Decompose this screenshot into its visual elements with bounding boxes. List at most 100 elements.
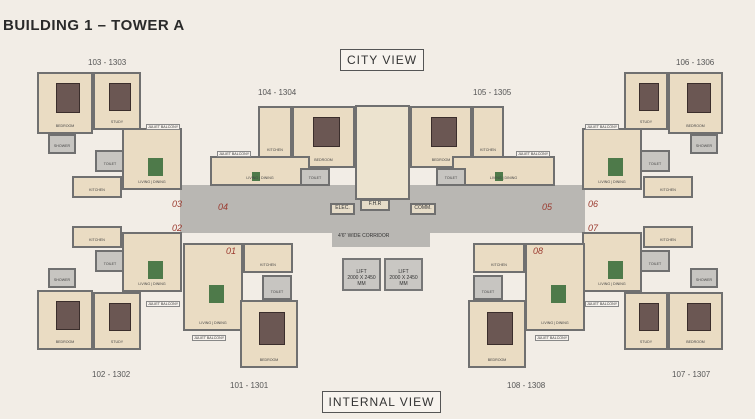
lift-size: 2000 X 2450 MM (347, 275, 376, 287)
bed-icon (639, 302, 659, 331)
room-label: TOILET (648, 262, 662, 266)
room-label: SHOWER (695, 278, 713, 282)
rug-icon (148, 261, 163, 279)
bed-icon (259, 312, 285, 345)
room-label: STUDY (639, 120, 653, 124)
juliet-balcony-label: JULIET BALCONY (192, 335, 227, 341)
room-label: TOILET (444, 176, 458, 180)
internal-view-label: INTERNAL VIEW (322, 391, 441, 413)
room-label: STUDY (110, 340, 124, 344)
room-label: LIVING | DINING (246, 176, 274, 180)
room-bedroom: BEDROOM (468, 300, 526, 368)
room-kitchen: KITCHEN (72, 226, 122, 248)
rug-icon (209, 284, 224, 303)
page-title: BUILDING 1 – TOWER A (3, 17, 185, 34)
room-label: BEDROOM (431, 158, 451, 162)
bed-icon (55, 83, 81, 114)
room-toilet: TOILET (436, 168, 466, 186)
lift-label: LIFT (356, 269, 367, 275)
room-shower: SHOWER (690, 134, 718, 154)
room-label: SHOWER (53, 144, 71, 148)
room-label: TOILET (103, 162, 117, 166)
room-shower: SHOWER (48, 268, 76, 288)
room-bedroom: BEDROOM (37, 72, 93, 134)
room-living-dining: LIVING | DINING (582, 128, 642, 190)
unit-number: 03 (172, 199, 183, 209)
room-kitchen: KITCHEN (258, 106, 292, 158)
room-living-dining: LIVING | DINING (122, 232, 182, 292)
juliet-balcony-label: JULIET BALCONY (535, 335, 570, 341)
rug-icon (148, 157, 163, 176)
room-toilet: TOILET (640, 150, 670, 172)
room-label: TOILET (648, 162, 662, 166)
juliet-balcony-label: JULIET BALCONY (217, 151, 252, 157)
unit-number: 06 (588, 199, 599, 209)
room-toilet: TOILET (262, 275, 292, 300)
room-toilet: TOILET (640, 250, 670, 272)
unit-label: 107 - 1307 (672, 370, 711, 379)
room-label: KITCHEN (267, 148, 283, 152)
room-label: LIVING | DINING (199, 321, 227, 325)
corridor-label: 4'6" WIDE CORRIDOR (338, 233, 390, 239)
room-label: KITCHEN (260, 263, 276, 267)
room-kitchen: KITCHEN (643, 176, 693, 198)
room-label: BEDROOM (487, 358, 507, 362)
room-label: BEDROOM (686, 340, 705, 344)
room-label: LIVING | DINING (541, 321, 569, 325)
bed-icon (430, 117, 458, 148)
unit-number: 01 (226, 246, 237, 256)
bed-icon (109, 82, 131, 111)
unit-label: 101 - 1301 (230, 381, 269, 390)
juliet-balcony-label: JULIET BALCONY (146, 124, 181, 130)
bed-icon (487, 312, 513, 345)
room-label: BEDROOM (686, 124, 705, 128)
unit-label: 103 - 1303 (88, 58, 127, 67)
room-toilet: TOILET (95, 150, 125, 172)
unit-number: 04 (218, 202, 229, 212)
room-living-dining: LIVING | DINING (582, 232, 642, 292)
room-label: TOILET (308, 176, 322, 180)
room-label: STUDY (110, 120, 124, 124)
room-kitchen: KITCHEN (72, 176, 122, 198)
lift-size: 2000 X 2450 MM (389, 275, 418, 287)
room-label: KITCHEN (660, 188, 676, 192)
room-study: STUDY (624, 292, 668, 350)
room-label: LIVING | DINING (138, 282, 166, 286)
unit-number: 02 (172, 223, 183, 233)
unit-label: 108 - 1308 (507, 381, 546, 390)
room-living-dining: LIVING | DINING (210, 156, 310, 186)
juliet-balcony-label: JULIET BALCONY (146, 301, 181, 307)
room-shower: SHOWER (48, 134, 76, 154)
room-living-dining: LIVING | DINING (122, 128, 182, 190)
room-label: BEDROOM (314, 158, 333, 162)
elec-room: ELEC. (330, 203, 355, 215)
room-label: KITCHEN (89, 188, 105, 192)
room-study: STUDY (624, 72, 668, 130)
room-bedroom: BEDROOM (240, 300, 298, 368)
staircase (355, 105, 410, 200)
room-label: LIVING | DINING (489, 176, 518, 180)
bed-icon (686, 302, 711, 331)
rug-icon (252, 171, 260, 181)
room-label: SHOWER (695, 144, 713, 148)
room-label: LIVING | DINING (598, 282, 626, 286)
lift-label: LIFT (398, 269, 409, 275)
room-living-dining: LIVING | DINING (183, 243, 243, 331)
room-kitchen: KITCHEN (472, 106, 504, 158)
room-kitchen: KITCHEN (243, 243, 293, 273)
rug-icon (608, 261, 623, 279)
unit-label: 106 - 1306 (676, 58, 715, 67)
juliet-balcony-label: JULIET BALCONY (585, 124, 620, 130)
unit-label: 105 - 1305 (473, 88, 512, 97)
room-label: KITCHEN (89, 238, 105, 242)
bed-icon (109, 302, 131, 331)
bed-icon (639, 82, 659, 111)
city-view-label: CITY VIEW (340, 49, 424, 71)
juliet-balcony-label: JULIET BALCONY (516, 151, 551, 157)
unit-label: 102 - 1302 (92, 370, 131, 379)
room-toilet: TOILET (473, 275, 503, 300)
room-kitchen: KITCHEN (473, 243, 525, 273)
bed-icon (686, 83, 711, 114)
